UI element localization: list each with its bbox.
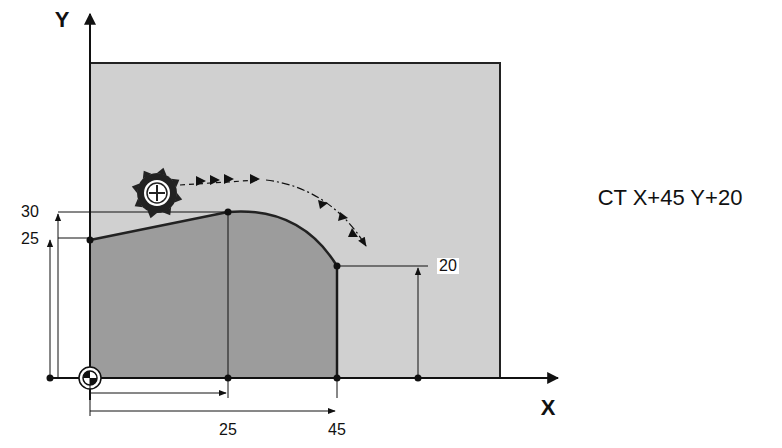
workpiece bbox=[90, 211, 337, 378]
dimension-lines bbox=[50, 212, 428, 416]
dimension: 30 bbox=[19, 204, 41, 220]
contour bbox=[90, 211, 337, 378]
axis-label: Y bbox=[55, 9, 70, 31]
dimension: 20 bbox=[437, 258, 459, 274]
dimension: 25 bbox=[19, 231, 41, 247]
dimension: 25 bbox=[217, 422, 239, 438]
y-axis bbox=[89, 14, 91, 400]
milling-tool bbox=[132, 168, 182, 218]
dimension: 45 bbox=[326, 422, 348, 438]
stock-panel bbox=[90, 63, 500, 378]
axis-label: X bbox=[541, 397, 556, 419]
x-axis bbox=[50, 377, 558, 379]
nc-block: CT X+45 Y+20 bbox=[598, 187, 743, 209]
